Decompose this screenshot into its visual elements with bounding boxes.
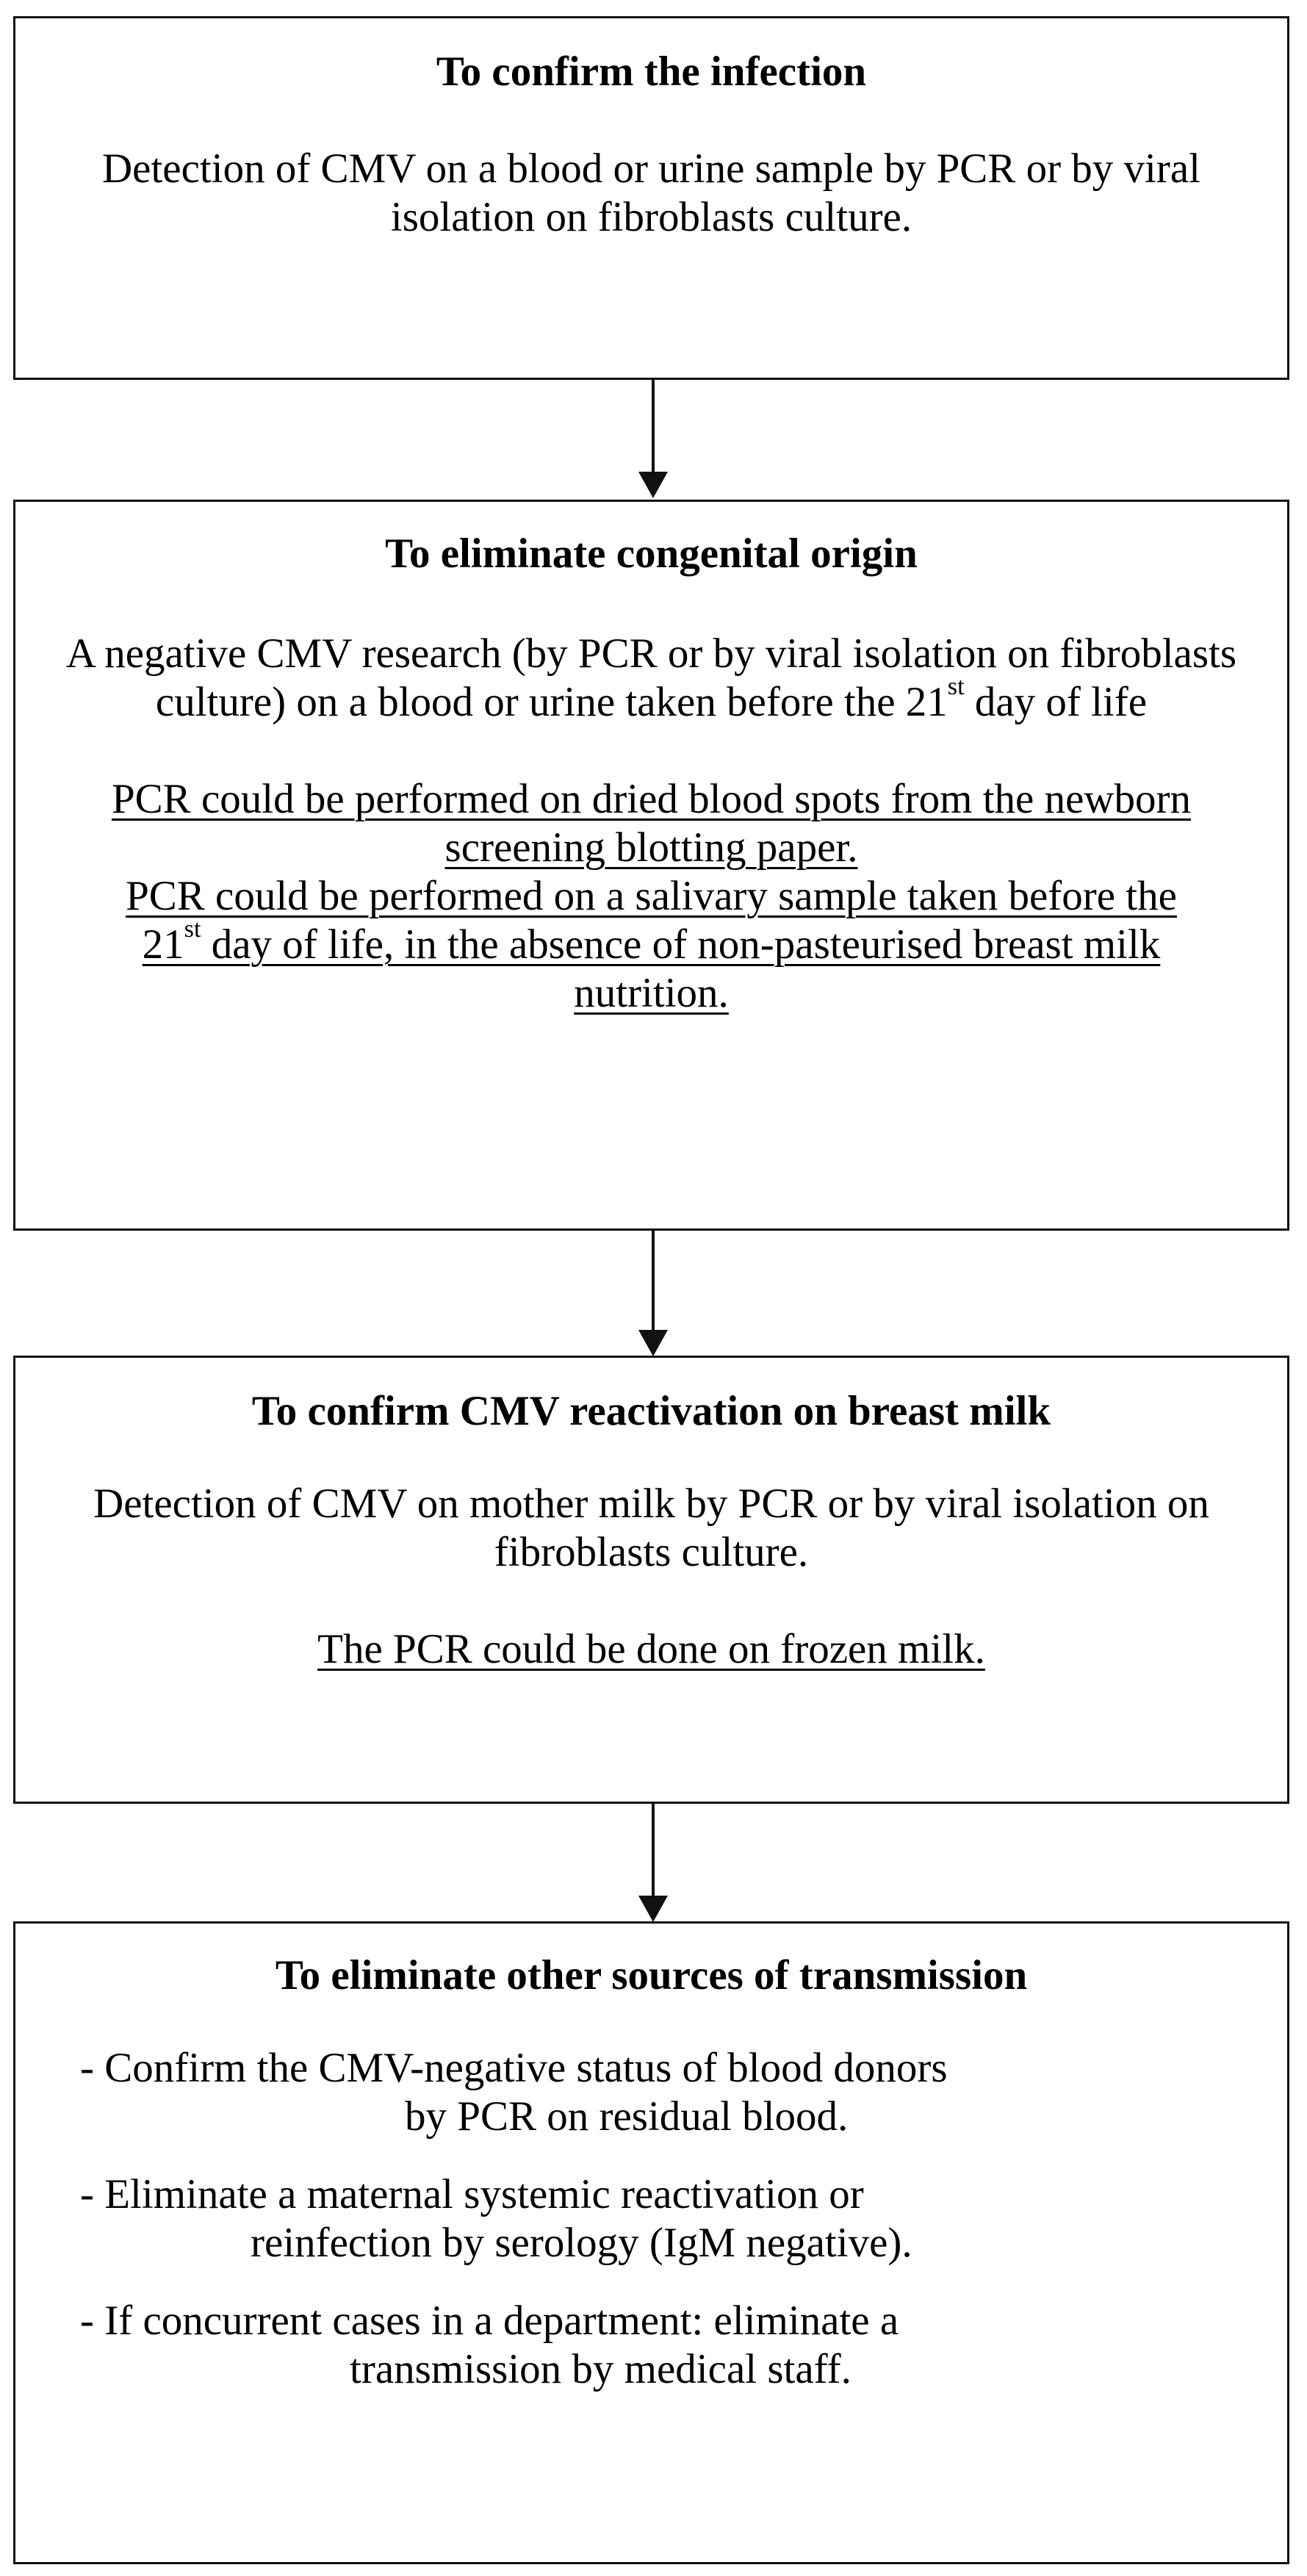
box-title: To eliminate congenital origin [385, 530, 918, 577]
list-item-line: - If concurrent cases in a department: e… [80, 2298, 899, 2344]
box-confirm-infection: To confirm the infection Detection of CM… [13, 16, 1289, 380]
box-text: A negative CMV research (by PCR or by vi… [65, 630, 1237, 725]
box-breast-milk: To confirm CMV reactivation on breast mi… [13, 1356, 1289, 1804]
arrow-3-head [638, 1896, 668, 1922]
box-note-dried-blood: PCR could be performed on dried blood sp… [111, 776, 1192, 871]
list-item-line: reinfection by serology (IgM negative). [251, 2220, 912, 2266]
box-title: To eliminate other sources of transmissi… [275, 1952, 1028, 1998]
box-other-sources: To eliminate other sources of transmissi… [13, 1921, 1289, 2564]
arrow-3 [652, 1804, 655, 1899]
box-congenital-origin: To eliminate congenital origin A negativ… [13, 500, 1289, 1231]
checklist: - Confirm the CMV-negative status of blo… [15, 2044, 1287, 2394]
list-item-line: transmission by medical staff. [350, 2346, 851, 2392]
arrow-1 [652, 380, 655, 475]
list-item-line: - Confirm the CMV-negative status of blo… [80, 2045, 948, 2091]
arrow-1-head [638, 472, 668, 498]
list-item-line: - Eliminate a maternal systemic reactiva… [80, 2171, 864, 2217]
arrow-2 [652, 1231, 655, 1334]
box-text: Detection of CMV on mother milk by PCR o… [93, 1481, 1209, 1575]
box-note-frozen-milk: The PCR could be done on frozen milk. [317, 1626, 985, 1672]
box-text: Detection of CMV on a blood or urine sam… [102, 145, 1200, 240]
box-title: To confirm CMV reactivation on breast mi… [251, 1388, 1051, 1434]
arrow-2-head [638, 1330, 668, 1356]
box-note-salivary: PCR could be performed on a salivary sam… [126, 873, 1177, 1016]
box-title: To confirm the infection [436, 48, 867, 95]
list-item-line: by PCR on residual blood. [405, 2093, 849, 2140]
